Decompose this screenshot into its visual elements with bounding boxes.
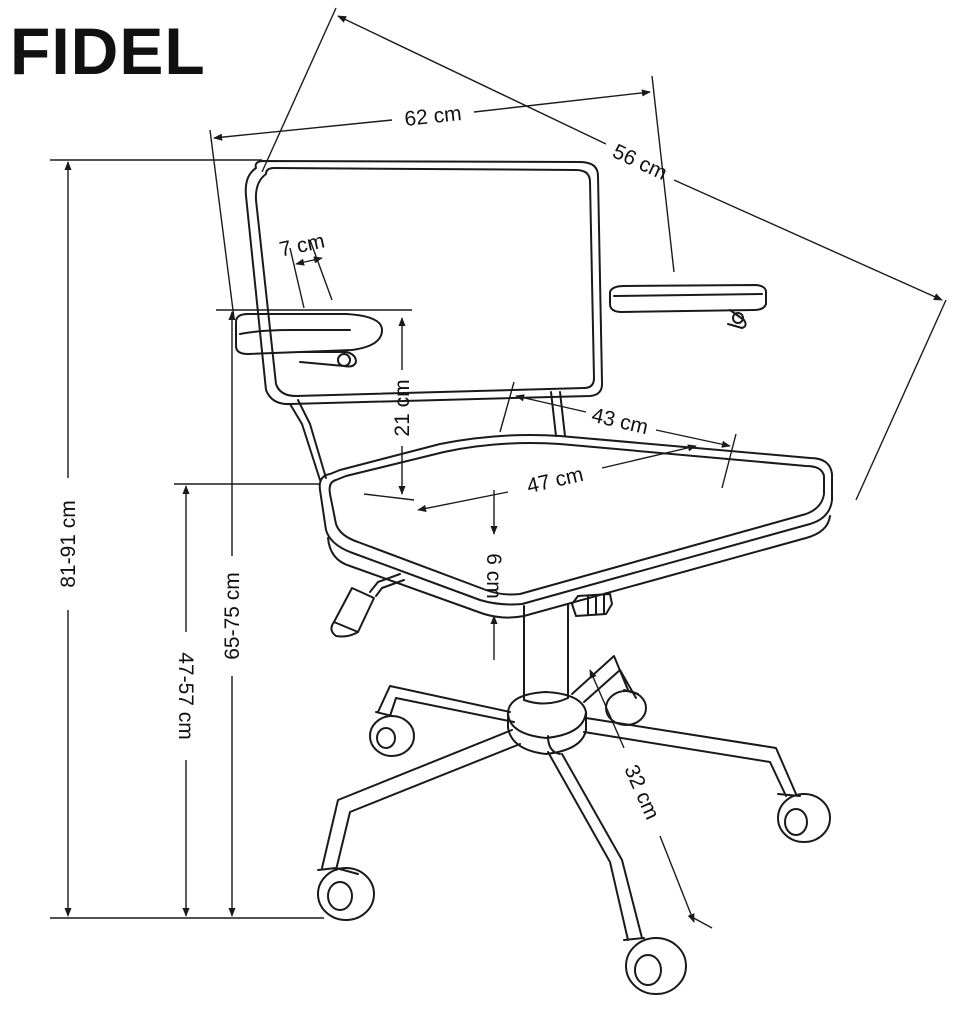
seat-cushion (318, 434, 833, 619)
product-title: FIDEL (10, 14, 206, 88)
label-base-radius: 32 cm (619, 761, 663, 823)
dim-base-radius-line (589, 669, 625, 749)
label-seat-thickness: 6 cm (482, 553, 505, 599)
extension-lines (50, 7, 947, 929)
chair-outline (235, 160, 833, 995)
dim-seat-depth-line (515, 394, 587, 413)
dim-depth-line (337, 15, 607, 145)
back-frame (289, 391, 566, 481)
dimension-lines (50, 7, 947, 929)
base-legs (321, 655, 797, 941)
backrest (244, 160, 604, 406)
gas-cylinder (523, 603, 569, 705)
height-lever (330, 573, 405, 638)
dim-armrest-width-line (295, 256, 323, 266)
caster-wheels (317, 689, 831, 995)
label-armrest-height: 65-75 cm (221, 572, 244, 660)
label-seat-depth: 43 cm (589, 404, 650, 439)
label-seat-width: 47 cm (525, 463, 586, 498)
dim-width-line (213, 119, 393, 141)
label-armrest-to-seat: 21 cm (391, 379, 414, 436)
label-depth: 56 cm (609, 140, 671, 185)
tilt-knob (571, 593, 613, 617)
dim-seat-width-line (417, 491, 509, 512)
label-seat-height: 47-57 cm (174, 652, 197, 740)
right-armrest (609, 284, 767, 329)
label-width: 62 cm (403, 102, 462, 131)
dimension-labels: 62 cm 56 cm 7 cm 21 cm 43 cm 47 cm 6 cm … (57, 102, 671, 823)
base-hub (507, 691, 587, 755)
label-armrest-width: 7 cm (277, 230, 326, 262)
left-armrest (235, 313, 383, 368)
label-total-height: 81-91 cm (57, 500, 80, 588)
